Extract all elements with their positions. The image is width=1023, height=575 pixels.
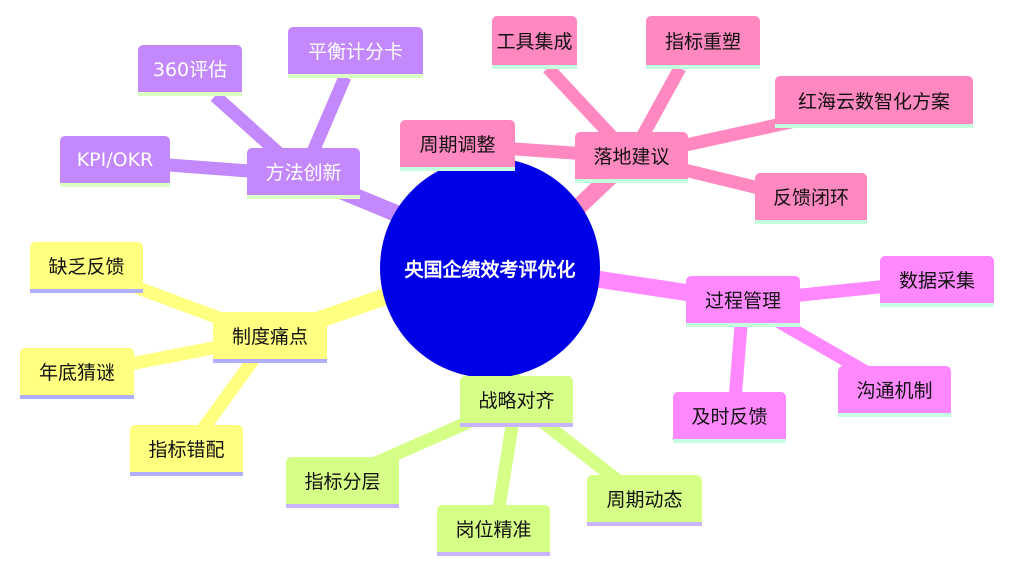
node-metric-layer[interactable]: 指标分层 <box>286 457 399 508</box>
node-feedback-loop[interactable]: 反馈闭环 <box>755 173 867 224</box>
node-process[interactable]: 过程管理 <box>686 276 800 327</box>
node-metric-reshape[interactable]: 指标重塑 <box>646 16 760 69</box>
node-timely-feedback[interactable]: 及时反馈 <box>673 392 786 443</box>
node-year-end-guess[interactable]: 年底猜谜 <box>20 348 134 399</box>
node-honghaiyun[interactable]: 红海云数智化方案 <box>775 76 973 128</box>
node-360[interactable]: 360评估 <box>138 45 242 96</box>
node-metric-mismatch[interactable]: 指标错配 <box>130 425 243 476</box>
root-node[interactable]: 央国企绩效考评优化 <box>380 158 600 378</box>
node-kpi-okr[interactable]: KPI/OKR <box>60 136 170 187</box>
node-lack-feedback[interactable]: 缺乏反馈 <box>30 242 143 293</box>
node-strategy[interactable]: 战略对齐 <box>460 376 573 427</box>
node-position-precise[interactable]: 岗位精准 <box>437 505 550 556</box>
node-data-collection[interactable]: 数据采集 <box>880 256 994 307</box>
node-landing[interactable]: 落地建议 <box>575 132 688 183</box>
node-cycle-adjust[interactable]: 周期调整 <box>400 120 515 171</box>
node-tool-integration[interactable]: 工具集成 <box>492 16 577 69</box>
node-cycle-dynamic[interactable]: 周期动态 <box>587 475 702 526</box>
node-method[interactable]: 方法创新 <box>247 148 360 199</box>
node-pain[interactable]: 制度痛点 <box>213 312 327 363</box>
node-communication[interactable]: 沟通机制 <box>838 366 951 417</box>
node-bsc[interactable]: 平衡计分卡 <box>288 27 423 78</box>
